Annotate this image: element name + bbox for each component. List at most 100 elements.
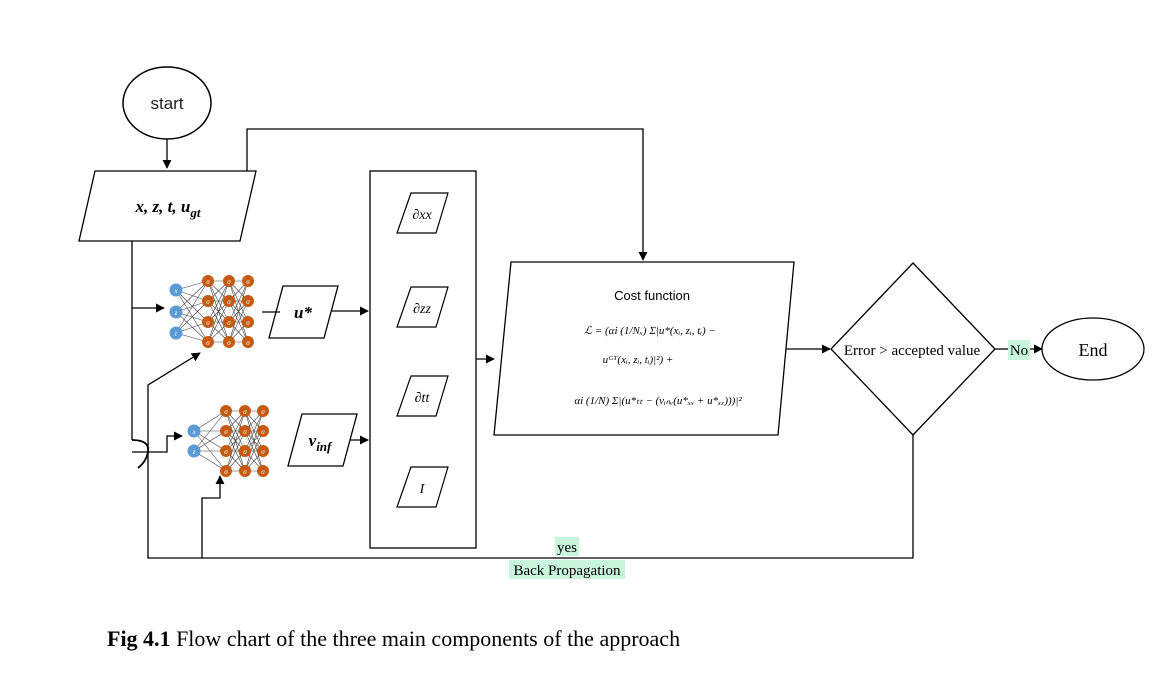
yes-label-highlight (555, 537, 579, 556)
net1-connection (228, 300, 249, 343)
decision-label: Error > accepted value (844, 343, 981, 359)
net2-sigma-label: σ (224, 468, 228, 476)
cost-function-title: Cost function (614, 288, 690, 303)
net2-input-label: z (192, 448, 196, 456)
net1-input-node (169, 283, 183, 297)
net1-sigma-label: σ (246, 298, 250, 306)
net1-hidden-node (223, 316, 235, 328)
derivative-parallelogram (396, 375, 449, 417)
backprop-arrow-net2 (201, 475, 225, 558)
net1-hidden-node (202, 336, 214, 348)
net1-sigma-label: σ (246, 339, 250, 347)
net1-connection (175, 289, 209, 323)
net2-connection (244, 430, 264, 472)
u-star-parallelogram (268, 285, 339, 339)
net1-sigma-label: σ (227, 319, 231, 327)
net2-sigma-label: σ (243, 408, 247, 416)
net2-hidden-node (220, 405, 232, 417)
backprop-loop-line (147, 435, 914, 559)
net1-connection (207, 300, 230, 343)
net2-connection (193, 410, 227, 452)
net1-sigma-label: σ (246, 319, 250, 327)
net1-hidden-node (202, 295, 214, 307)
u-star-label: u* (294, 303, 312, 322)
net2-hidden-node (257, 405, 269, 417)
net2-sigma-label: σ (224, 408, 228, 416)
input-parallelogram (78, 170, 257, 242)
derivative-label: ∂xx (412, 208, 432, 223)
net1-hidden-node (202, 316, 214, 328)
derivative-parallelogram (396, 192, 449, 234)
start-label: start (150, 94, 183, 113)
arrow-input-to-cost (246, 128, 648, 261)
backprop-label-highlight (509, 560, 625, 579)
net1-sigma-label: σ (206, 278, 210, 286)
derivative-label: ∂zz (413, 302, 431, 317)
derivative-label: ∂tt (415, 391, 431, 406)
net2-input-label: x (191, 428, 196, 436)
net2-hidden-node (239, 405, 251, 417)
cost-function-parallelogram (493, 261, 795, 436)
net2-hidden-node (257, 465, 269, 477)
input-label: x, z, t, ugt (135, 197, 201, 220)
net1-input-label: z (174, 309, 178, 317)
v-inf-label: vinf (309, 431, 333, 454)
net1-hidden-node (242, 295, 254, 307)
net2-sigma-label: σ (224, 448, 228, 456)
net1-connection (175, 311, 209, 343)
net1-input-label: x (173, 287, 178, 295)
net2-hidden-node (239, 445, 251, 457)
yes-label: yes (557, 540, 577, 556)
net2-input-node (187, 444, 201, 458)
net2-connection (225, 430, 246, 472)
no-label-highlight (1008, 340, 1030, 360)
net1-connection (228, 280, 249, 323)
net1-connection (228, 280, 249, 343)
net2-sigma-label: σ (243, 468, 247, 476)
net2-sigma-label: σ (243, 448, 247, 456)
net1-connection (175, 280, 209, 334)
derivative-list: ∂xx∂zz∂ttI (396, 192, 449, 508)
end-label: End (1079, 340, 1108, 360)
v-inf-parallelogram (287, 413, 358, 467)
net1-hidden-node (223, 275, 235, 287)
cost-formula-line2: uᴳᵀ(xᵢ, zᵢ, tᵢ)|²) + (603, 354, 674, 366)
net1-hidden-node (223, 295, 235, 307)
cost-formula-line3: αi (1/N) Σ|(u*ₜₜ − (vᵢₙᵥ(u*ₓₓ + u*ₓₓ)))|… (574, 395, 742, 407)
net1-sigma-label: σ (227, 278, 231, 286)
derivative-parallelogram (396, 466, 449, 508)
net1-sigma-label: σ (206, 319, 210, 327)
cost-formula-line1: ℒ = (αi (1/Nₓ) Σ|u*(xᵢ, zᵢ, tᵢ) − (584, 325, 716, 337)
net2-hidden-node (257, 425, 269, 437)
net1-hidden-node (242, 316, 254, 328)
net2-hidden-node (239, 465, 251, 477)
net1-connection (175, 280, 209, 313)
net1-input-label: t (175, 330, 178, 338)
net1-hidden-node (242, 275, 254, 287)
net2-hidden-node (220, 445, 232, 457)
net2-sigma-label: σ (261, 468, 265, 476)
no-label: No (1010, 343, 1028, 359)
net2-sigma-label: σ (243, 428, 247, 436)
net1-input-node (169, 305, 183, 319)
net2-sigma-label: σ (261, 448, 265, 456)
net2-sigma-label: σ (261, 428, 265, 436)
end-node (1041, 317, 1145, 381)
net1-sigma-label: σ (206, 298, 210, 306)
net2-connection (244, 410, 264, 472)
net1-sigma-label: σ (206, 339, 210, 347)
caption-text: Flow chart of the three main components … (170, 626, 681, 651)
net2-connection (225, 410, 246, 452)
net1-hidden-node (202, 275, 214, 287)
net2-hidden-node (220, 465, 232, 477)
net2-hidden-node (220, 425, 232, 437)
net2-hidden-node (257, 445, 269, 457)
net2-sigma-label: σ (224, 428, 228, 436)
line-crossing-hop (131, 439, 150, 469)
derivative-parallelogram (396, 286, 449, 328)
net1-connection (175, 300, 209, 334)
